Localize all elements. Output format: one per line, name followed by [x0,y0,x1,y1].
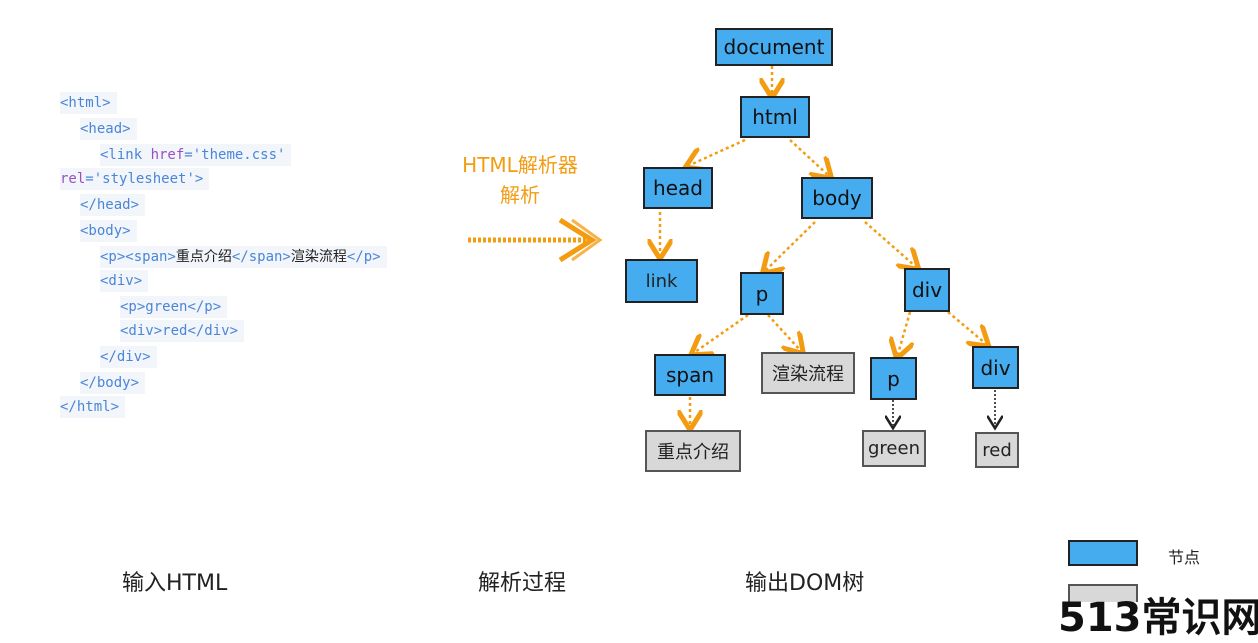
legend-node-label: 节点 [1168,548,1201,567]
caption-output: 输出DOM树 [745,571,865,596]
code-token: </p> [346,249,381,265]
text-node-green: green [862,430,926,467]
code-token: </head> [80,197,140,213]
code-line: <link href='theme.css' [100,144,292,166]
node-link: link [625,259,698,303]
node-p-inner: p [870,357,917,400]
node-body: body [801,177,873,219]
code-line: <div> [100,270,149,292]
edge-p-text [767,314,800,350]
edge-body-div [864,221,915,266]
code-line: <head> [80,118,137,140]
code-line: </head> [80,194,146,216]
caption-process: 解析过程 [478,571,567,596]
legend-text-swatch [1068,584,1138,602]
code-token: </div> [187,323,239,339]
code-token: </p> [187,299,222,315]
edge-div-div [947,311,985,343]
edge-p-span [695,313,749,352]
code-token: <div> [100,273,143,289]
node-document: document [715,28,833,66]
node-div: div [904,268,950,312]
code-line: <p><span>重点介绍</span>渲染流程</p> [100,246,387,268]
node-span: span [654,354,726,396]
code-line: <p>green</p> [120,296,228,318]
code-token: </body> [80,375,140,391]
code-token: <link [100,147,151,163]
code-token: href [150,147,185,163]
parser-label-line1: HTML解析器 [462,153,578,177]
code-token: 重点介绍 [175,249,232,265]
edge-html-body [789,139,828,175]
edge-html-head [690,138,746,165]
code-token: 渲染流程 [290,249,347,265]
code-line: <body> [80,220,137,242]
node-html: html [740,96,810,138]
code-token: <div> [120,323,163,339]
code-token: ='stylesheet'> [85,171,204,187]
text-node-red: red [975,432,1019,468]
code-token: rel [60,171,86,187]
watermark-logo: 513常识网 [1058,595,1258,641]
code-line: rel='stylesheet'> [60,168,210,190]
node-p: p [740,272,784,315]
text-node-render-process: 渲染流程 [761,352,855,394]
parse-arrow-icon [468,217,603,263]
code-token: </html> [60,399,120,415]
code-line: <div>red</div> [120,320,245,342]
legend-node-swatch [1068,540,1138,566]
node-head: head [643,167,713,209]
code-line: </div> [100,346,157,368]
code-line: <html> [60,92,117,114]
code-token: <head> [80,121,131,137]
code-token: green [145,299,188,315]
code-token: </div> [100,349,151,365]
parser-label: HTML解析器 解析 [440,150,600,210]
node-div-inner: div [972,346,1019,389]
code-token: ='theme.css' [184,147,286,163]
code-token: <p><span> [100,249,176,265]
code-token: </span> [231,249,291,265]
code-token: <html> [60,95,111,111]
edge-body-p [766,221,816,270]
edge-div-p [898,311,910,354]
code-line: </body> [80,372,146,394]
caption-input: 输入HTML [122,571,228,596]
parser-label-line2: 解析 [500,183,540,207]
code-token: red [162,323,188,339]
code-token: <body> [80,223,131,239]
code-token: <p> [120,299,146,315]
text-node-intro: 重点介绍 [645,430,741,472]
code-line: </html> [60,396,126,418]
